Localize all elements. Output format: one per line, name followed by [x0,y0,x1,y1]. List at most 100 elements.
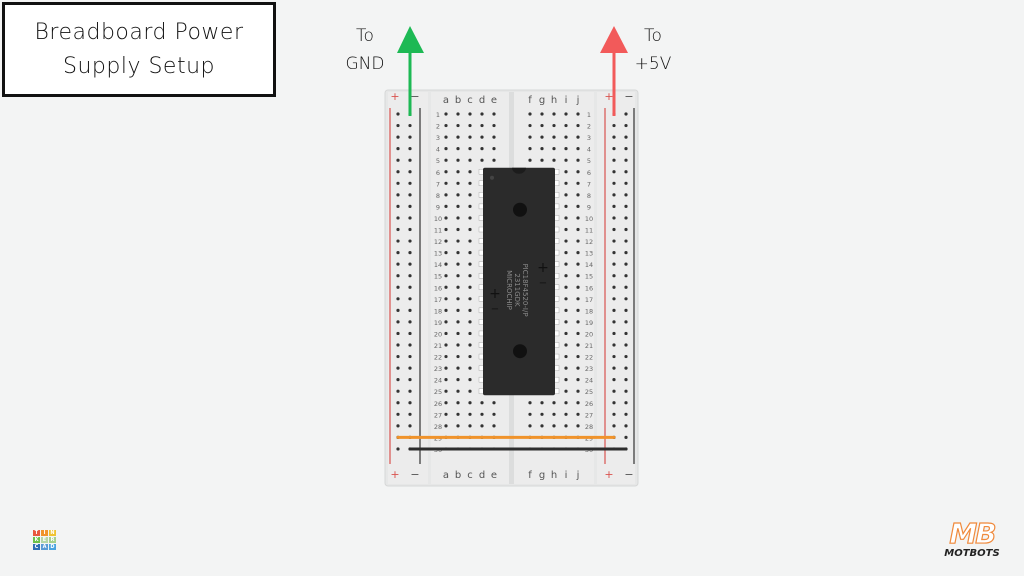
hole [456,412,460,416]
hole [540,135,544,139]
hole [456,147,460,151]
hole [540,401,544,405]
rail-hole [408,401,412,405]
hole [564,239,568,243]
hole [456,401,460,405]
chip-mold-hole [513,202,527,217]
hole [444,424,448,428]
row-number: 24 [585,377,593,385]
hole [468,123,472,128]
rail-hole [612,239,616,243]
rail-hole [612,135,616,139]
rail-hole [612,378,616,382]
minus-symbol: − [491,304,499,315]
row-number: 8 [587,192,591,200]
rail-hole [396,147,400,151]
hole [444,147,448,151]
row-number: 23 [585,365,593,373]
row-number: 6 [587,169,591,177]
column-letter: d [479,95,485,106]
hole [492,123,496,128]
rail-hole [612,320,616,324]
rail-hole [396,170,400,174]
chip-mold-hole [513,344,527,359]
rail-hole [624,343,628,347]
row-number: 11 [585,227,593,235]
hole [492,112,496,116]
tinkercad-tile: I [41,530,48,536]
column-letter: h [551,470,557,481]
row-number: 17 [585,296,593,304]
rail-hole [396,251,400,255]
rail-hole [624,158,628,162]
rail-hole [408,389,412,393]
hole [564,297,568,301]
hole [456,274,460,278]
rail-hole [624,204,628,208]
hole [576,274,580,278]
hole [468,424,472,428]
hole [468,354,472,359]
minus-symbol: − [539,278,547,289]
hole [552,401,556,405]
row-number: 15 [434,273,442,281]
hole [576,181,580,185]
hole [576,343,580,347]
vcc-label-line-1: To [644,26,662,46]
hole [576,297,580,301]
rail-hole [612,158,616,162]
column-letter: j [576,470,580,481]
row-number: 13 [585,250,593,258]
hole [444,216,448,220]
hole [576,320,580,324]
hole [552,158,556,162]
hole [528,401,532,405]
hole [456,123,460,128]
hole [468,343,472,347]
motbots-name: MOTBOTS [944,548,1000,559]
rail-hole [612,343,616,347]
rail-hole [624,424,628,428]
row-number: 22 [585,354,593,362]
column-letter: a [443,470,449,481]
hole [564,308,568,312]
rail-hole [624,389,628,393]
hole [564,274,568,278]
hole [540,112,544,116]
column-letter: j [576,95,580,106]
hole [564,378,568,382]
row-number: 22 [434,354,442,362]
column-letter: b [455,95,461,106]
column-letter: b [455,470,461,481]
hole [468,285,472,289]
hole [456,297,460,301]
hole [444,193,448,197]
rail-hole [408,308,412,312]
hole [540,123,544,128]
rail-hole [612,170,616,174]
hole [444,123,448,128]
hole [564,343,568,347]
row-number: 26 [585,400,593,408]
rail-hole [624,285,628,289]
hole [528,412,532,416]
row-number: 9 [436,203,440,211]
hole [576,227,580,232]
rail-hole [612,389,616,393]
row-number: 18 [585,307,593,315]
rail-hole [624,274,628,278]
hole [444,204,448,208]
hole [576,216,580,220]
hole [456,262,460,266]
column-letter: c [467,95,473,106]
hole [468,308,472,312]
hole [528,424,532,428]
rail-hole [408,158,412,162]
rail-hole [624,147,628,151]
chip-body [483,167,555,396]
hole [480,412,484,416]
hole [576,412,580,416]
gnd-arrow-head [397,26,424,53]
hole [480,135,484,139]
rail-hole [396,262,400,266]
